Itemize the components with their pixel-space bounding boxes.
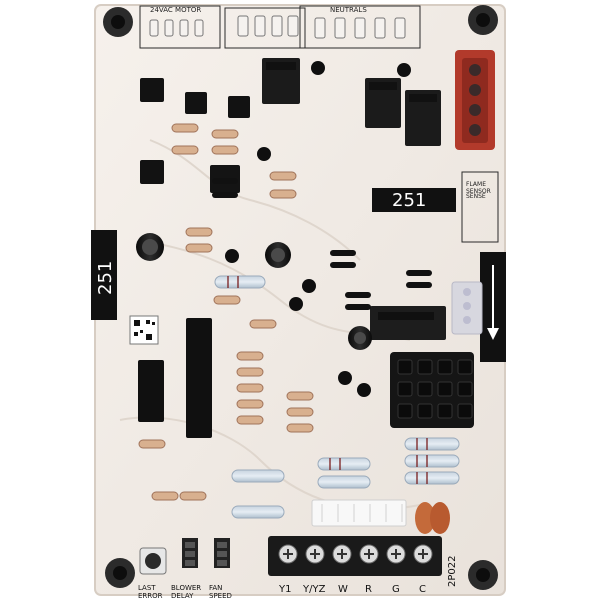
top-header-area: 24VAC MOTOR NEUTRALS <box>139 5 421 49</box>
integrated-circuits <box>138 78 250 438</box>
capacitor <box>265 242 291 268</box>
diodes <box>212 178 432 310</box>
capacitor <box>136 233 164 261</box>
transistors <box>225 61 411 397</box>
qr-label <box>129 315 159 345</box>
red-connector <box>455 50 495 150</box>
small-resistors <box>138 123 314 501</box>
relay <box>365 78 401 128</box>
bottom-part-number: 2P022 <box>447 556 458 587</box>
relay <box>405 90 441 146</box>
mounting-hole <box>468 5 498 35</box>
last-error-button[interactable] <box>139 547 167 575</box>
terminal-labels: Y1 Y/YZ W R G C <box>278 584 426 595</box>
relay-large <box>370 306 446 340</box>
model-labels: 251 251 <box>91 188 456 320</box>
mounting-holes <box>103 5 498 590</box>
capacitors <box>136 233 372 350</box>
white-connectors <box>311 281 483 527</box>
jumper-block-fan-speed[interactable] <box>214 538 230 568</box>
terminal-label-w: W <box>338 584 348 595</box>
relay <box>262 58 300 104</box>
twelve-pin-connector <box>390 352 474 428</box>
terminal-label-y-yz: Y/YZ <box>302 584 326 595</box>
header-label-24vac: 24VAC MOTOR <box>150 6 201 14</box>
model-label-rotated: 251 <box>95 261 116 295</box>
sense-label: SENSE <box>466 193 486 200</box>
terminal-label-y1: Y1 <box>278 584 291 595</box>
mounting-hole <box>105 558 135 588</box>
resistors <box>214 275 460 519</box>
arrow-strip <box>480 252 506 362</box>
orange-capacitor <box>415 502 450 534</box>
relays <box>262 58 446 340</box>
terminal-block <box>268 536 442 576</box>
bottom-part-number-text: 2P022 <box>447 556 458 587</box>
model-label-middle: 251 <box>392 190 426 211</box>
mounting-hole <box>468 560 498 590</box>
header-label-neutrals: NEUTRALS <box>330 6 367 14</box>
terminal-label-g: G <box>392 584 400 595</box>
capacitor <box>348 326 372 350</box>
jumper-block-blower-delay[interactable] <box>182 538 198 568</box>
terminal-label-r: R <box>365 584 372 595</box>
terminal-label-c: C <box>419 584 426 595</box>
mounting-hole <box>103 7 133 37</box>
